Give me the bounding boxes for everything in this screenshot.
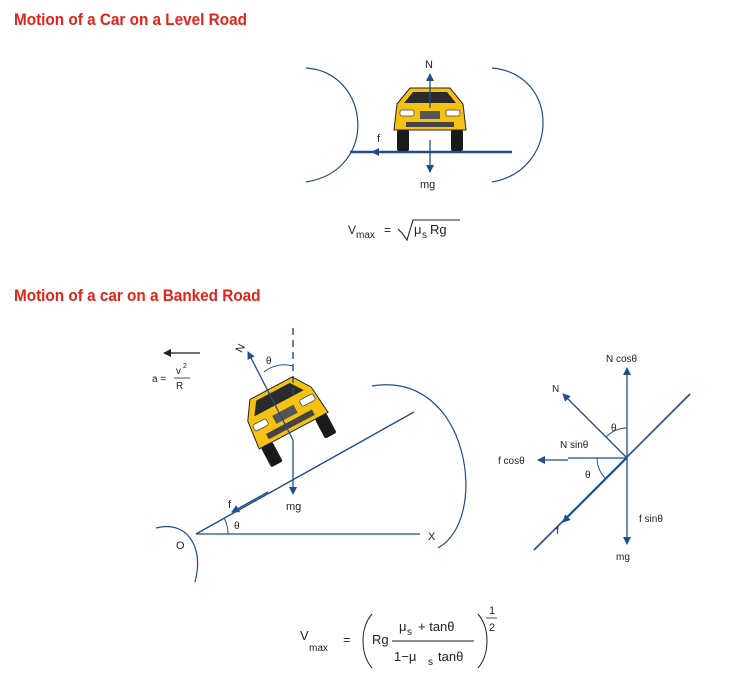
banked-incline [195,411,415,535]
fbd-lower-angle-arc [596,457,607,480]
right-track-arc [491,67,544,183]
fbd-mg-label: mg [616,552,630,563]
denominator-sub: s [428,657,433,668]
accel-a-label: a = [152,374,166,385]
left-track-arc [305,67,359,183]
numerator-sub: s [407,627,412,638]
fbd-upper-angle-arc [605,427,628,438]
accel-r-label: R [176,381,183,392]
exponent-denominator: 2 [489,622,495,634]
level-road-heading: Motion of a Car on a Level Road [14,10,247,29]
base-theta-label: θ [234,521,240,532]
rg-term: Rg [430,222,447,237]
car-front-level [393,87,467,151]
banked-friction-arrow [231,491,269,513]
level-road-formula: V max = μ s Rg [348,219,460,242]
left-paren [362,613,373,669]
mu-symbol: μ [414,222,422,237]
banked-road-diagram: N θ mg f θ O X a = v 2 R [152,328,467,583]
numerator-mu: μ [399,619,407,634]
fbd-theta2-label: θ [585,470,591,481]
rg-factor: Rg [372,632,389,647]
fbd-f-label: f [556,526,559,537]
exponent-numerator: 1 [489,605,495,617]
banked-friction-label: f [228,499,232,511]
fbd-n-label: N [552,384,559,395]
banked-road-formula: V max = Rg μ s + tanθ 1−μ s tanθ 1 2 [300,605,497,669]
left-banked-arc [155,526,199,583]
fbd-incline-line [533,393,691,551]
banked-weight-label: mg [286,501,301,513]
accel-exp-label: 2 [183,363,187,370]
top-angle-arc [263,364,294,373]
denominator-rest: tanθ [438,649,463,664]
right-banked-arc [371,384,467,549]
fbd-n-cos-label: N cosθ [606,354,638,365]
banked-vmax-subscript: max [309,643,328,654]
denominator-pre: 1−μ [394,649,416,664]
banked-vmax-symbol: V [300,628,309,643]
origin-label: O [176,540,185,552]
fbd-n-sin-label: N sinθ [560,440,589,451]
base-angle-arc [223,517,229,535]
vmax-subscript: max [356,230,375,241]
fbd-f-arrow [562,457,628,523]
sqrt-sign [397,219,460,242]
vmax-symbol: V [348,223,356,237]
numerator-rest: + tanθ [418,619,455,634]
fbd-n-arrow [562,393,628,459]
fbd-f-cos-label: f cosθ [498,456,525,467]
free-body-diagram: N cosθ N θ N sinθ f cosθ θ f sinθ f mg [498,354,691,563]
x-axis-label: X [428,531,436,543]
friction-label: f [377,133,381,145]
level-road-diagram: N f mg [305,59,544,191]
fbd-theta1-label: θ [611,423,617,434]
mu-subscript: s [422,230,427,241]
weight-label: mg [420,179,435,191]
accel-v-label: v [176,366,181,377]
car-banked [247,376,336,467]
top-theta-label: θ [266,356,272,367]
equals-sign: = [384,223,391,237]
normal-label: N [425,59,433,71]
right-paren [477,613,488,669]
banked-normal-label: N [234,342,248,355]
banked-equals: = [343,632,351,647]
banked-road-heading: Motion of a car on a Banked Road [14,286,261,305]
fbd-f-sin-label: f sinθ [639,514,663,525]
banked-normal-arrow [247,351,294,441]
